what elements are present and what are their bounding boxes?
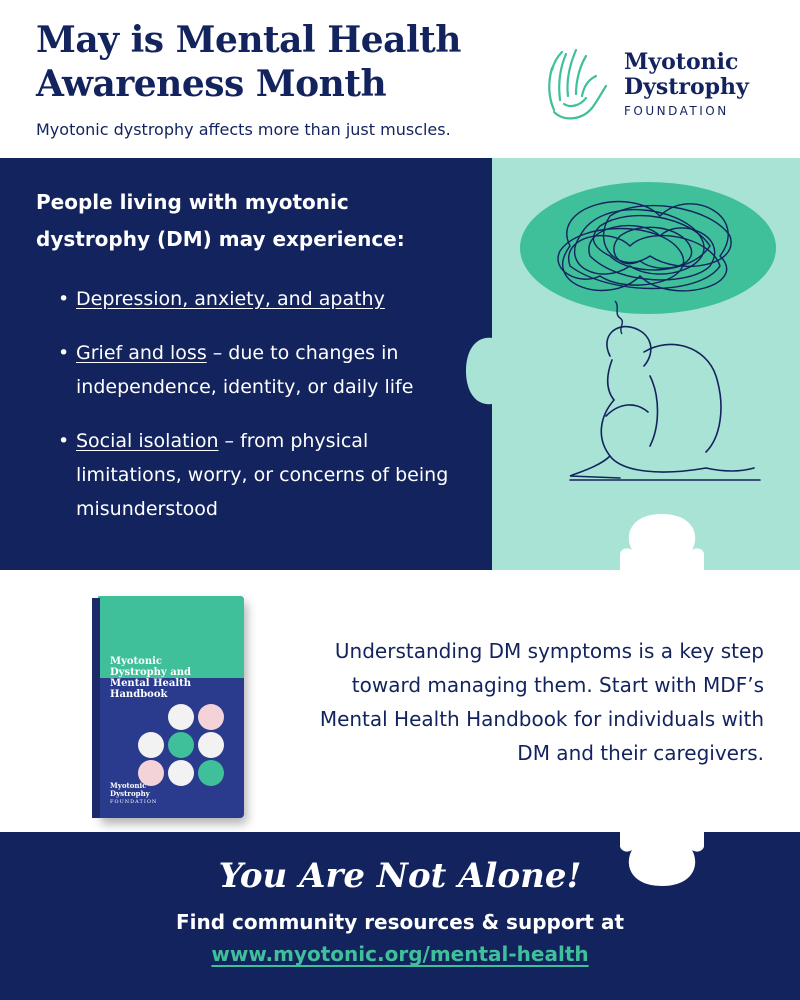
book-cover-band	[98, 596, 244, 678]
handbook-cover-image[interactable]: Myotonic Dystrophy and Mental Health Han…	[92, 596, 244, 822]
symptom-list: • Depression, anxiety, and apathy • Grie…	[36, 282, 476, 546]
bullet-icon: •	[58, 342, 70, 364]
mental-health-link[interactable]: www.myotonic.org/mental-health	[211, 942, 589, 966]
symptoms-panel: People living with myotonic dystrophy (D…	[0, 158, 492, 570]
logo-wordmark: Myotonic Dystrophy FOUNDATION	[624, 50, 749, 122]
handbook-section: Myotonic Dystrophy and Mental Health Han…	[0, 570, 800, 832]
foundation-logo[interactable]: Myotonic Dystrophy FOUNDATION	[540, 40, 780, 130]
book-spine	[92, 598, 100, 818]
book-logo-line-1: Myotonic	[110, 781, 147, 790]
list-item: • Grief and loss – due to changes in ind…	[36, 336, 476, 404]
book-circle	[168, 732, 194, 758]
anxiety-illustration	[520, 182, 776, 481]
handbook-description: Understanding DM symptoms is a key step …	[319, 639, 764, 765]
panel-intro: People living with myotonic dystrophy (D…	[36, 190, 405, 251]
book-circle	[168, 704, 194, 730]
symptom-link[interactable]: Depression, anxiety, and apathy	[76, 288, 385, 310]
book-cover: Myotonic Dystrophy and Mental Health Han…	[98, 596, 244, 818]
symptom-link[interactable]: Grief and loss	[76, 342, 207, 364]
logo-line-1: Myotonic	[624, 49, 739, 75]
symptom-link[interactable]: Social isolation	[76, 430, 219, 452]
book-circle	[138, 760, 164, 786]
book-circle	[198, 732, 224, 758]
book-logo-line-3: FOUNDATION	[110, 799, 158, 805]
symptom-detail: – due to changes in independence, identi…	[76, 342, 414, 398]
puzzle-tab-shape	[466, 326, 502, 416]
list-item: • Depression, anxiety, and apathy	[36, 282, 476, 316]
book-circle	[168, 760, 194, 786]
book-cover-logo: Myotonic Dystrophy FOUNDATION	[110, 782, 157, 806]
hand-icon	[548, 48, 608, 120]
header: May is Mental Health Awareness Month Myo…	[0, 0, 800, 158]
book-cover-title: Myotonic Dystrophy and Mental Health Han…	[110, 656, 192, 700]
footer-text: Find community resources & support at	[175, 910, 625, 934]
book-logo-line-2: Dystrophy	[110, 789, 150, 798]
list-item: • Social isolation – from physical limit…	[36, 424, 476, 526]
logo-line-3: FOUNDATION	[624, 104, 729, 118]
bullet-icon: •	[58, 430, 70, 452]
puzzle-tab-shape	[620, 828, 704, 886]
logo-line-2: Dystrophy	[624, 74, 749, 100]
page-title: May is Mental Health Awareness Month	[36, 19, 461, 105]
book-circle	[198, 760, 224, 786]
footer-title: You Are Not Alone!	[218, 856, 582, 896]
footer: You Are Not Alone! Find community resour…	[0, 828, 800, 1000]
book-circle	[138, 732, 164, 758]
book-circle	[198, 704, 224, 730]
bullet-icon: •	[58, 288, 70, 310]
puzzle-tab-shape	[620, 514, 704, 572]
page-subtitle: Myotonic dystrophy affects more than jus…	[36, 120, 451, 139]
symptom-detail: – from physical limitations, worry, or c…	[76, 430, 449, 520]
